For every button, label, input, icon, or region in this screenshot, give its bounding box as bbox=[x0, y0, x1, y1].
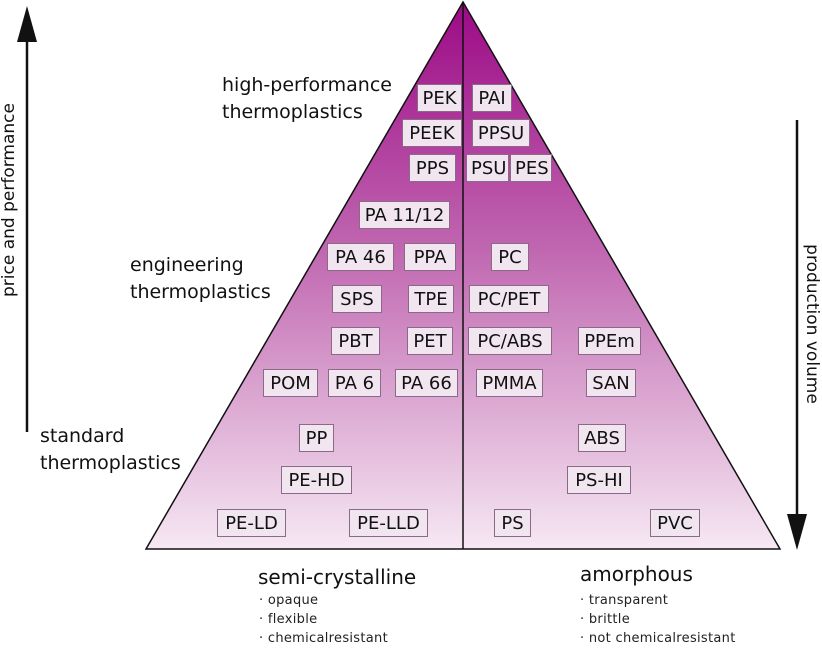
material-box-pmma: PMMA bbox=[476, 369, 543, 397]
material-box-pc-pet: PC/PET bbox=[469, 285, 549, 313]
footer-title-amorphous: amorphous bbox=[580, 562, 693, 586]
semi-crystalline-property: opaque bbox=[259, 591, 388, 610]
material-box-pek: PEK bbox=[417, 84, 462, 112]
tier-label-standard-line2: thermoplastics bbox=[40, 452, 181, 474]
axis-label-price-performance: price and performance bbox=[0, 103, 19, 297]
material-box-pc: PC bbox=[491, 243, 529, 271]
production-volume-arrowhead bbox=[787, 514, 807, 550]
material-box-pet: PET bbox=[407, 327, 453, 355]
footer-title-semi-crystalline: semi-crystalline bbox=[258, 565, 417, 589]
amorphous-property: transparent bbox=[580, 591, 736, 610]
material-box-pc-abs: PC/ABS bbox=[468, 327, 552, 355]
material-box-pom: POM bbox=[263, 369, 318, 397]
price-performance-arrowhead bbox=[17, 6, 37, 42]
material-box-peek: PEEK bbox=[402, 119, 462, 147]
tier-label-engineering-line1: engineering bbox=[130, 254, 244, 276]
material-box-pa-11-12: PA 11/12 bbox=[359, 201, 450, 229]
amorphous-properties-list: transparent brittle not chemicalresistan… bbox=[580, 591, 736, 648]
semi-crystalline-properties-list: opaque flexible chemicalresistant bbox=[259, 591, 388, 648]
semi-crystalline-property: flexible bbox=[259, 610, 388, 629]
tier-label-high-line1: high-performance bbox=[222, 74, 392, 96]
material-box-pa-6: PA 6 bbox=[328, 369, 381, 397]
material-box-sps: SPS bbox=[332, 285, 382, 313]
tier-label-high-line2: thermoplastics bbox=[222, 101, 363, 123]
material-box-pe-lld: PE-LLD bbox=[349, 509, 428, 537]
axis-label-production-volume: production volume bbox=[802, 244, 822, 404]
material-box-pes: PES bbox=[510, 154, 552, 182]
material-box-pai: PAI bbox=[472, 84, 512, 112]
material-box-pe-hd: PE-HD bbox=[281, 466, 352, 494]
semi-crystalline-property: chemicalresistant bbox=[259, 629, 388, 648]
material-box-pa-66: PA 66 bbox=[395, 369, 458, 397]
tier-label-standard-line1: standard bbox=[40, 425, 125, 447]
material-box-ppa: PPA bbox=[404, 243, 456, 271]
material-box-pps: PPS bbox=[409, 154, 456, 182]
material-box-pa-46: PA 46 bbox=[327, 243, 394, 271]
material-box-abs: ABS bbox=[578, 424, 626, 452]
material-box-ps: PS bbox=[494, 509, 531, 537]
material-box-ps-hi: PS-HI bbox=[567, 466, 631, 494]
material-box-ppsu: PPSU bbox=[472, 119, 530, 147]
material-box-pvc: PVC bbox=[650, 509, 700, 537]
material-box-pp: PP bbox=[299, 424, 334, 452]
material-box-pbt: PBT bbox=[331, 327, 380, 355]
material-box-pe-ld: PE-LD bbox=[217, 509, 286, 537]
material-box-tpe: TPE bbox=[408, 285, 454, 313]
amorphous-property: not chemicalresistant bbox=[580, 629, 736, 648]
material-box-ppem: PPEm bbox=[578, 327, 641, 355]
tier-label-engineering-line2: thermoplastics bbox=[130, 281, 271, 303]
material-box-psu: PSU bbox=[466, 154, 509, 182]
material-box-san: SAN bbox=[586, 369, 636, 397]
amorphous-property: brittle bbox=[580, 610, 736, 629]
